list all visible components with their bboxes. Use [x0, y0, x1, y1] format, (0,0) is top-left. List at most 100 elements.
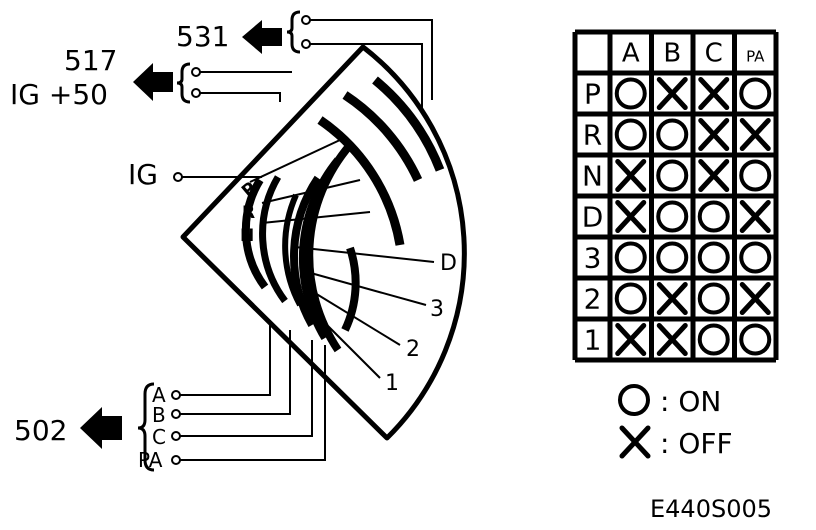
inner-label-r: R	[242, 203, 255, 223]
contact-arc	[341, 246, 360, 332]
on-symbol	[697, 323, 730, 356]
output-label-ig50: IG +50	[10, 78, 108, 111]
brace	[137, 382, 155, 472]
terminal	[191, 88, 201, 98]
wire-531b	[310, 43, 423, 110]
column-header: C	[705, 39, 723, 69]
contact-arc	[259, 175, 288, 304]
output-label-ig: IG	[128, 158, 158, 191]
leader-line	[309, 307, 381, 379]
on-symbol	[739, 77, 772, 110]
row-label: R	[583, 119, 602, 152]
output-label-517: 517	[64, 44, 117, 77]
leader-line	[294, 246, 435, 263]
leader-line	[261, 179, 361, 204]
on-symbol	[697, 200, 730, 233]
contact-arc	[317, 116, 405, 246]
braces	[137, 10, 301, 472]
wire-517b	[200, 92, 281, 102]
leader-line	[261, 211, 371, 224]
inner-label-n: N	[240, 226, 254, 246]
wire-b	[180, 330, 291, 415]
figure-code: E440S005	[650, 495, 772, 523]
off-symbol	[739, 118, 771, 151]
terminal	[301, 39, 311, 49]
arrow-502	[80, 407, 122, 449]
terminal	[301, 15, 311, 25]
output-label-502: 502	[14, 414, 67, 447]
off-symbol	[698, 118, 730, 151]
off-symbol	[615, 200, 647, 233]
contact-arc	[305, 142, 354, 353]
on-symbol	[739, 241, 772, 274]
brace	[286, 10, 301, 54]
off-symbol	[739, 282, 771, 315]
terminal	[171, 409, 181, 419]
table-cells	[614, 77, 772, 356]
row-label: N	[582, 160, 603, 193]
contact-arc	[241, 177, 269, 290]
on-symbol	[614, 241, 647, 274]
off-symbol	[615, 159, 647, 192]
row-label: 2	[584, 283, 602, 316]
switch-sector	[180, 44, 467, 441]
on-symbol	[697, 241, 730, 274]
output-label-531: 531	[176, 20, 229, 53]
column-header: A	[622, 39, 640, 69]
off-symbol	[739, 200, 771, 233]
on-symbol	[656, 241, 689, 274]
row-label: P	[584, 78, 601, 111]
wire-pa	[180, 345, 326, 461]
table-grid	[572, 29, 779, 363]
on-symbol	[656, 200, 689, 233]
leader-line	[299, 269, 427, 306]
arrow-531	[242, 20, 282, 54]
off-symbol	[656, 282, 688, 315]
contact-arc	[372, 76, 445, 172]
leader-line	[249, 139, 341, 183]
column-header: PA	[746, 48, 765, 66]
on-symbol	[697, 282, 730, 315]
off-symbol	[656, 77, 688, 110]
legend-on-symbol	[618, 384, 650, 416]
sector-outline	[180, 44, 467, 441]
off-symbol	[698, 159, 730, 192]
terminal	[171, 455, 181, 465]
terminal	[171, 431, 181, 441]
arrow-517	[133, 63, 173, 101]
leader-line	[309, 289, 401, 346]
terminal	[173, 172, 183, 182]
legend-off-symbol	[619, 425, 651, 459]
range-label-3: 3	[430, 297, 444, 322]
contact-arc	[282, 193, 303, 307]
wire-c	[180, 340, 313, 437]
contact-arc	[342, 91, 423, 182]
row-label: 3	[584, 242, 602, 275]
on-symbol	[614, 77, 647, 110]
on-symbol	[739, 323, 772, 356]
arrows	[80, 20, 282, 449]
brace	[176, 62, 191, 104]
off-symbol	[615, 323, 647, 356]
on-symbol	[614, 282, 647, 315]
off-symbol	[698, 77, 730, 110]
on-symbol	[656, 159, 689, 192]
wire-label-pa: PA	[138, 448, 163, 472]
legend-on-text: : ON	[660, 385, 721, 418]
column-header: B	[663, 39, 681, 69]
wire-label-a: A	[152, 383, 166, 407]
range-label-d: D	[440, 251, 457, 276]
legend: : ON : OFF	[618, 384, 733, 460]
wire-531a	[310, 19, 433, 100]
on-symbol	[656, 118, 689, 151]
terminal	[191, 67, 201, 77]
legend-off-text: : OFF	[660, 427, 733, 460]
terminals	[171, 15, 311, 465]
off-symbol	[656, 323, 688, 356]
wire-label-c: C	[152, 425, 166, 449]
on-symbol	[614, 118, 647, 151]
